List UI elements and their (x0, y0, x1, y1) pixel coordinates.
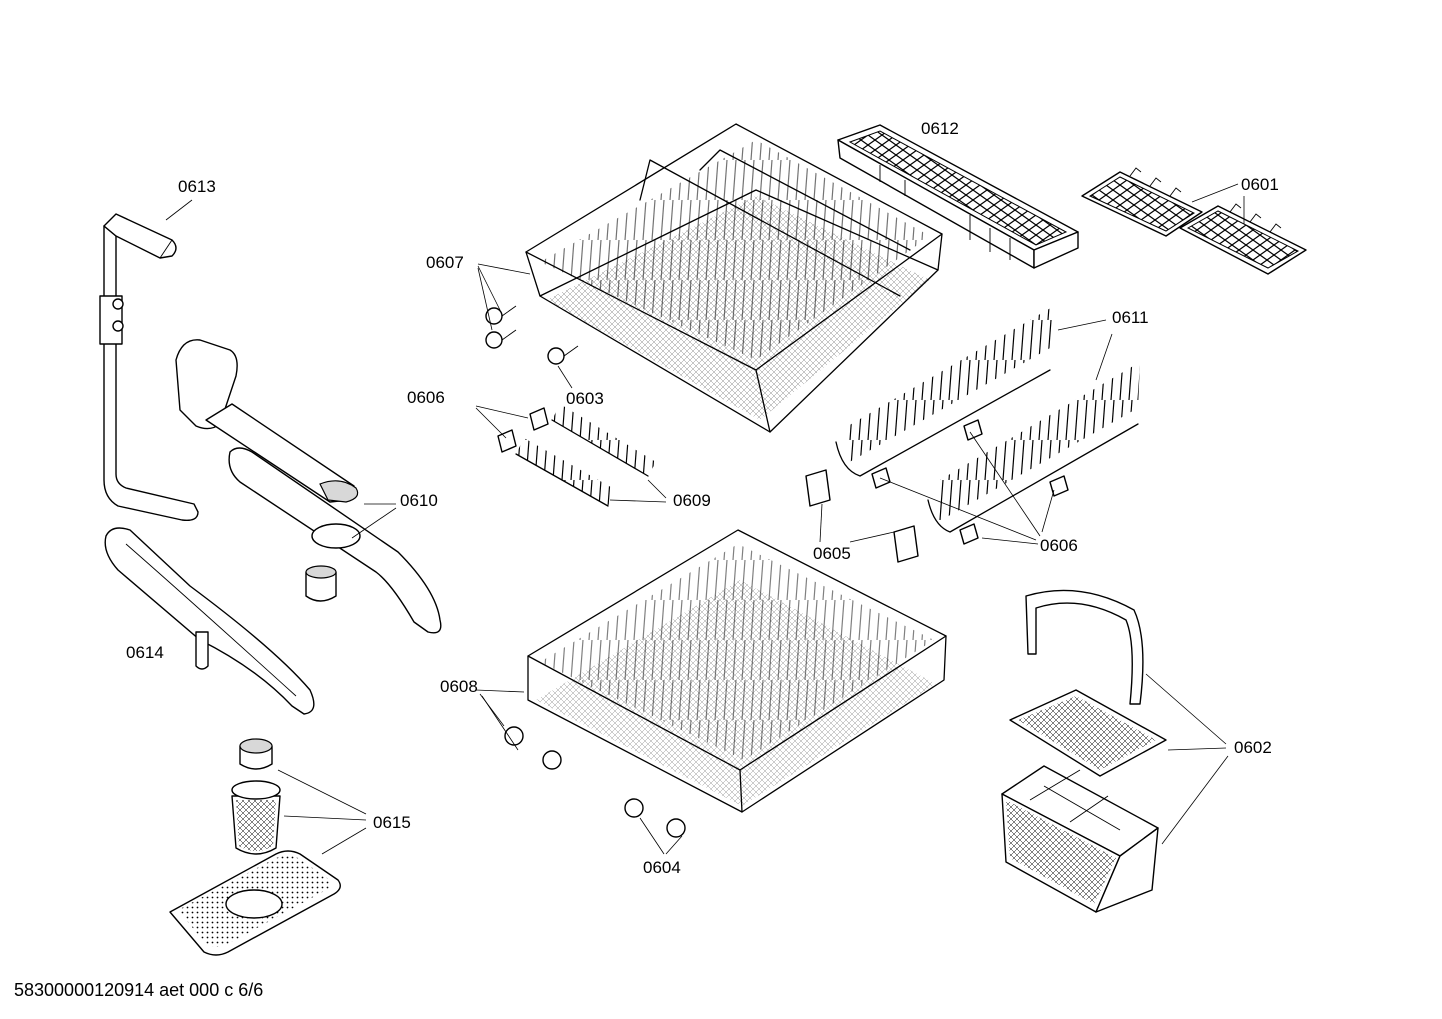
label-0607: 0607 (426, 253, 464, 272)
label-0605: 0605 (813, 544, 851, 563)
label-0608: 0608 (440, 677, 478, 696)
label-0614: 0614 (126, 643, 164, 662)
label-0604: 0604 (643, 858, 681, 877)
label-0609: 0609 (673, 491, 711, 510)
rack-clips-0605-0606 (805, 419, 1069, 563)
label-0603: 0603 (566, 389, 604, 408)
spray-supply-pipe-0613 (99, 213, 199, 522)
upper-basket (485, 123, 943, 433)
filter-set-0615 (169, 738, 341, 956)
spray-arm-upper-0610 (175, 339, 442, 634)
label-0611: 0611 (1112, 308, 1149, 327)
label-0613: 0613 (178, 177, 216, 196)
leader-lines (165, 183, 1245, 855)
lower-basket (504, 529, 947, 838)
spray-arm-lower-0614 (104, 527, 315, 715)
label-0610: 0610 (400, 491, 438, 510)
cutlery-tray-0612 (837, 124, 1079, 269)
document-id: 58300000120914 aet 000 c 6/6 (14, 980, 264, 1000)
tine-strip-0609 (497, 404, 656, 507)
tine-rack-0611 (835, 306, 1140, 533)
label-0602: 0602 (1234, 738, 1272, 757)
label-0606-lower: 0606 (1040, 536, 1078, 555)
label-0606-upper: 0606 (407, 388, 445, 407)
label-0612: 0612 (921, 119, 959, 138)
cup-shelf-0601 (1081, 167, 1307, 275)
label-0601: 0601 (1241, 175, 1279, 194)
label-0615: 0615 (373, 813, 411, 832)
cutlery-basket-0602 (1001, 589, 1167, 913)
